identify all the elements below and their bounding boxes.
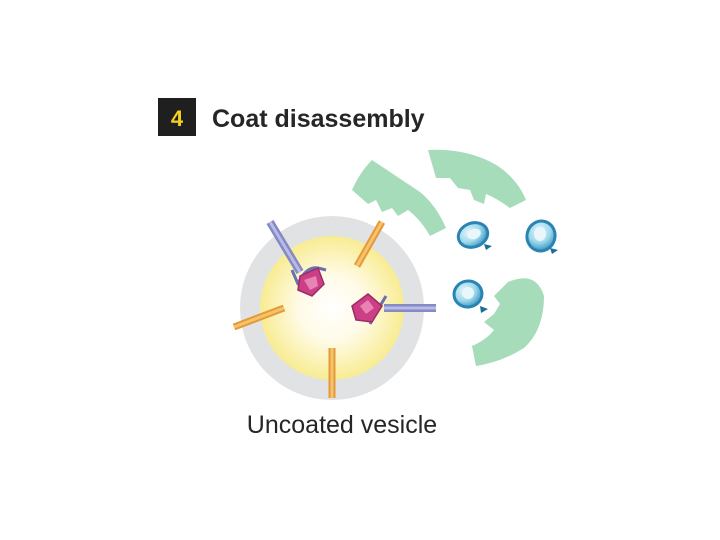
coat-fragment-upper-left (352, 160, 446, 236)
coat-fragment-lower-right (472, 278, 544, 366)
step-badge (158, 98, 196, 136)
coat-fragments (352, 149, 544, 366)
adapter-ring-3 (452, 279, 488, 313)
adapter-rings (452, 219, 558, 313)
adapter-ring-1 (456, 221, 492, 250)
adapter-ring-2 (525, 219, 558, 254)
receptors (232, 219, 436, 398)
cargo-receptor-right (351, 293, 436, 325)
page-title: Coat disassembly (212, 105, 425, 133)
step-header: 4 Coat disassembly (158, 98, 425, 136)
step-number: 4 (171, 106, 184, 131)
coat-fragment-upper-right (428, 149, 526, 208)
cargo-receptor-upper (266, 219, 327, 297)
vesicle-caption: Uncoated vesicle (247, 411, 437, 439)
